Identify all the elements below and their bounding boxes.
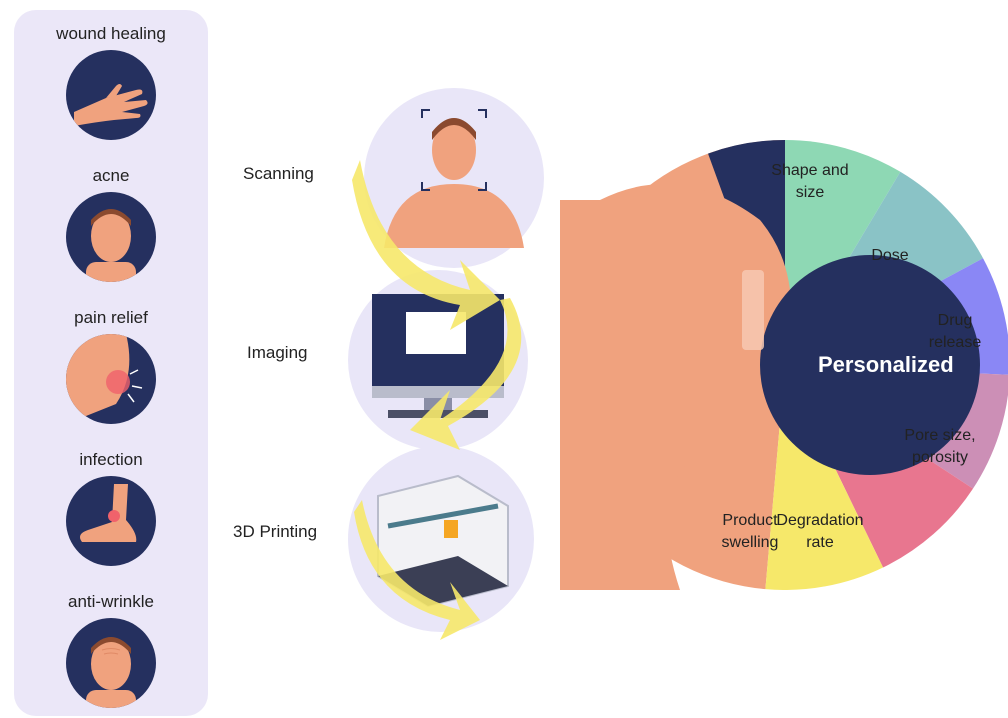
segment-label-line: Degradation xyxy=(776,512,863,529)
condition-pain-relief: pain relief xyxy=(14,308,208,424)
segment-label-line: Shape and xyxy=(771,162,848,179)
condition-infection: infection xyxy=(14,450,208,566)
conditions-panel: wound healing acne pain relief xyxy=(14,10,208,716)
segment-label-line: rate xyxy=(806,534,834,551)
segment-label: Degradation rate xyxy=(776,512,863,551)
condition-anti-wrinkle: anti-wrinkle xyxy=(14,592,208,708)
condition-acne: acne xyxy=(14,166,208,282)
step-label-scanning: Scanning xyxy=(243,164,314,183)
segment-label: Product swelling xyxy=(722,512,779,551)
segment-label-line: porosity xyxy=(912,449,968,466)
process-arrows xyxy=(352,160,522,640)
step-label-imaging: Imaging xyxy=(247,343,308,362)
segment-label-line: Dose xyxy=(871,247,908,264)
segment-label: Dose xyxy=(871,247,908,264)
segment-label-line: swelling xyxy=(722,534,779,551)
condition-label: infection xyxy=(79,450,143,469)
condition-label: anti-wrinkle xyxy=(68,592,154,611)
patch-icon xyxy=(742,270,764,350)
condition-label: acne xyxy=(92,166,130,185)
segment-label-line: size xyxy=(796,184,825,201)
segment-label-line: Pore size, xyxy=(904,427,975,444)
foot-icon xyxy=(66,476,156,566)
skin-graphic xyxy=(560,184,792,590)
condition-wound-healing: wound healing xyxy=(14,24,208,140)
elbow-pain-icon xyxy=(66,334,156,424)
condition-label: wound healing xyxy=(56,24,166,43)
segment-label-line: release xyxy=(929,334,982,351)
hand-icon xyxy=(66,50,156,140)
segment-label-line: Drug xyxy=(938,312,973,329)
wheel-center-label: Personalized xyxy=(818,352,954,377)
wheel-center xyxy=(760,255,980,475)
face-icon xyxy=(66,192,156,282)
segment-label-line: Product xyxy=(722,512,778,529)
step-label-3d-printing: 3D Printing xyxy=(233,522,318,541)
segment-label: Drug release xyxy=(929,312,982,351)
segment-label: Shape and size xyxy=(771,162,848,201)
face-scan-icon xyxy=(384,109,524,248)
condition-label: pain relief xyxy=(74,308,148,327)
scanning-circle xyxy=(364,88,544,268)
printing-circle xyxy=(348,446,534,632)
segment-label: Pore size, porosity xyxy=(904,427,975,466)
face-icon xyxy=(66,618,156,708)
